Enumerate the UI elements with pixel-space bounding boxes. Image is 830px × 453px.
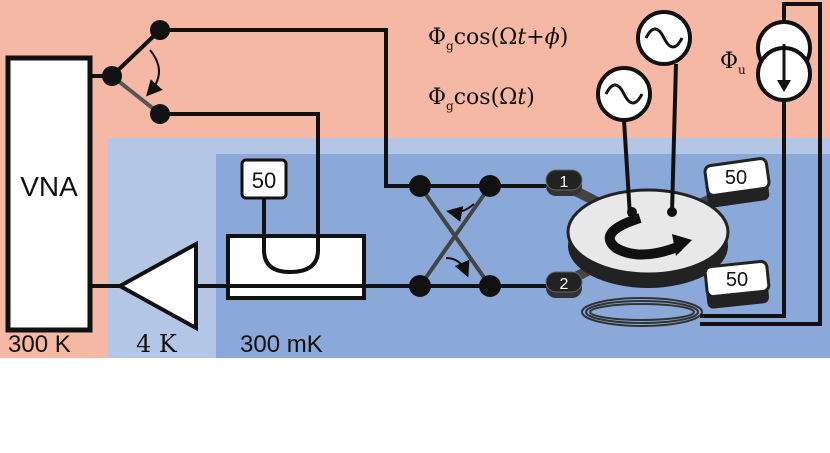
- switch-arm-bottom: [110, 74, 162, 116]
- wire-bias-return: [700, 2, 822, 326]
- switch-arm-top: [110, 28, 162, 78]
- circulator: [559, 179, 733, 289]
- switch-node-common: [102, 66, 122, 86]
- drive-label-gyrator: Φgcos(Ωt+ϕ): [428, 25, 568, 53]
- load-bottom-label: 50: [726, 269, 748, 291]
- port-1-label: 1: [560, 174, 569, 191]
- drive-label-bias: Φu: [720, 49, 746, 77]
- current-source-icon: [756, 20, 812, 102]
- vna-box[interactable]: [5, 55, 93, 333]
- cross-arrow-top: [446, 203, 475, 222]
- load-top: 50: [703, 157, 771, 208]
- termination-label: 50: [252, 168, 276, 193]
- zone-300k-label: 300 K: [8, 331, 71, 358]
- vna-label: VNA: [20, 171, 78, 202]
- coupler-loop: [262, 236, 320, 275]
- cross-node-bl: [409, 275, 431, 297]
- load-bottom: 50: [703, 259, 771, 309]
- ac-source-icon-base: [596, 66, 652, 122]
- switch-toggle-arrow: [145, 49, 163, 97]
- ac-source-icon-gyrator: [636, 10, 692, 66]
- port-2-label: 2: [560, 276, 569, 293]
- wire-switch-to-cross-top: [160, 28, 420, 188]
- coil-icon: [581, 297, 703, 327]
- port-1[interactable]: 1: [545, 169, 583, 196]
- cross-node-tl: [409, 175, 431, 197]
- drive-label-base: Φgcos(Ωt): [428, 85, 535, 113]
- cross-arrow-bottom: [445, 257, 470, 278]
- zone-300mk-label: 300 mK: [240, 331, 323, 358]
- zone-4k-label: 4 K: [136, 330, 178, 358]
- load-top-label: 50: [725, 167, 747, 189]
- port-2[interactable]: 2: [545, 271, 583, 298]
- cross-line-b: [418, 184, 492, 288]
- circulator-arrow-icon: [605, 213, 682, 260]
- wire-coil-to-bias: [700, 90, 786, 318]
- wire-switch-to-coupler: [160, 112, 320, 236]
- directional-coupler: [226, 234, 366, 300]
